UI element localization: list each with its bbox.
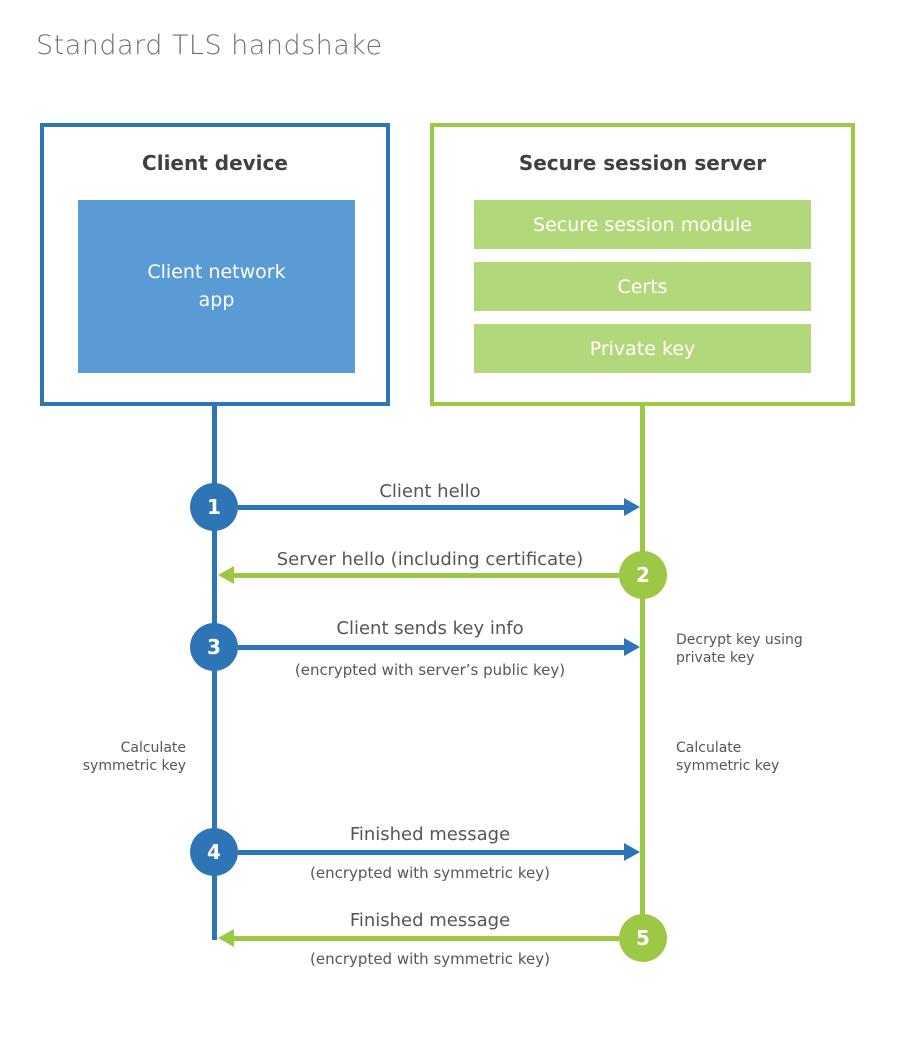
message-label-finished-server: Finished message (349, 910, 511, 931)
secure-session-server-box: Secure session server Secure session mod… (430, 123, 855, 406)
client-lifeline (212, 403, 217, 940)
message-sublabel-client-key-info: (encrypted with server’s public key) (294, 661, 566, 679)
step-circle-3: 3 (190, 623, 238, 671)
arrow-shaft-finished-server (233, 936, 619, 941)
step-circle-1: 1 (190, 483, 238, 531)
secure-session-module-bar: Secure session module (474, 200, 811, 249)
note-calculate-symmetric-key-server: Calculate symmetric key (676, 740, 780, 774)
message-sublabel-finished-server: (encrypted with symmetric key) (310, 950, 550, 968)
arrow-shaft-finished-client (238, 850, 624, 855)
step-circle-5: 5 (619, 914, 667, 962)
arrow-shaft-client-hello (238, 505, 624, 510)
arrow-head-left-icon (218, 566, 234, 584)
message-label-server-hello: Server hello (including certificate) (276, 549, 584, 570)
message-label-finished-client: Finished message (349, 824, 511, 845)
arrow-shaft-server-hello (233, 573, 619, 578)
arrow-head-right-icon (624, 498, 640, 516)
message-label-client-key-info: Client sends key info (336, 618, 524, 639)
arrow-head-right-icon (624, 843, 640, 861)
message-sublabel-finished-client: (encrypted with symmetric key) (310, 864, 550, 882)
message-label-client-hello: Client hello (379, 481, 481, 502)
arrow-shaft-client-key-info (238, 645, 624, 650)
secure-session-server-title: Secure session server (518, 151, 767, 175)
arrow-head-left-icon (218, 929, 234, 947)
step-circle-4: 4 (190, 828, 238, 876)
client-network-app-box: Client network app (78, 200, 355, 373)
client-device-title: Client device (142, 151, 288, 175)
private-key-bar: Private key (474, 324, 811, 373)
client-device-box: Client device Client network app (40, 123, 390, 406)
server-lifeline (640, 403, 645, 938)
arrow-head-right-icon (624, 638, 640, 656)
note-calculate-symmetric-key-client: Calculate symmetric key (82, 740, 186, 774)
certs-bar: Certs (474, 262, 811, 311)
note-decrypt-key: Decrypt key using private key (676, 632, 803, 666)
step-circle-2: 2 (619, 551, 667, 599)
page-title: Standard TLS handshake (36, 30, 383, 61)
